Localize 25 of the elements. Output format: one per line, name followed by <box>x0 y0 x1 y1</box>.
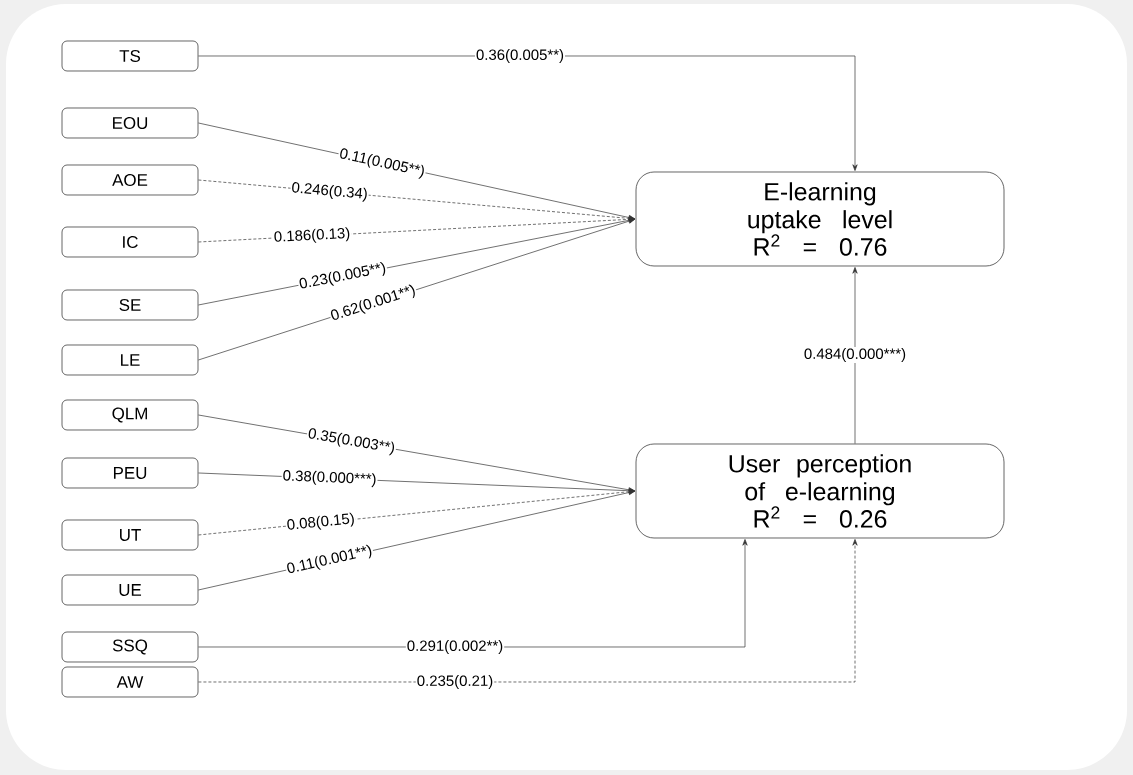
edge-label: 0.186(0.13) <box>272 226 352 247</box>
edge-label: 0.291(0.002**) <box>405 639 505 655</box>
edge-label: 0.235(0.21) <box>415 674 495 690</box>
edge-label: 0.246(0.34) <box>289 180 370 204</box>
arrow <box>198 539 858 683</box>
variable-box: IC <box>61 226 199 258</box>
edge-label: 0.484(0.000***) <box>802 347 908 363</box>
variable-box: UE <box>61 574 199 606</box>
arrow <box>852 267 858 444</box>
variable-box: SE <box>61 289 199 321</box>
variable-box: EOU <box>61 107 199 139</box>
arrow <box>198 55 858 171</box>
variable-box: UT <box>61 519 199 551</box>
edge-label: 0.36(0.005**) <box>474 48 566 64</box>
variable-box: AW <box>61 666 199 698</box>
construct-box: User perception of e-learning R$^{2}$ = 0.26 <box>635 443 1005 539</box>
variable-box: AOE <box>61 164 199 196</box>
variable-box: TS <box>61 40 199 72</box>
variable-box: SSQ <box>61 631 199 663</box>
variable-box: LE <box>61 344 199 376</box>
construct-box: E-learning uptake level R$^{2}$ = 0.76 <box>635 171 1005 267</box>
variable-box: QLM <box>61 399 199 431</box>
variable-box: PEU <box>61 457 199 489</box>
edge-label: 0.38(0.000***) <box>281 468 378 489</box>
edge-label: 0.08(0.15) <box>285 511 357 535</box>
